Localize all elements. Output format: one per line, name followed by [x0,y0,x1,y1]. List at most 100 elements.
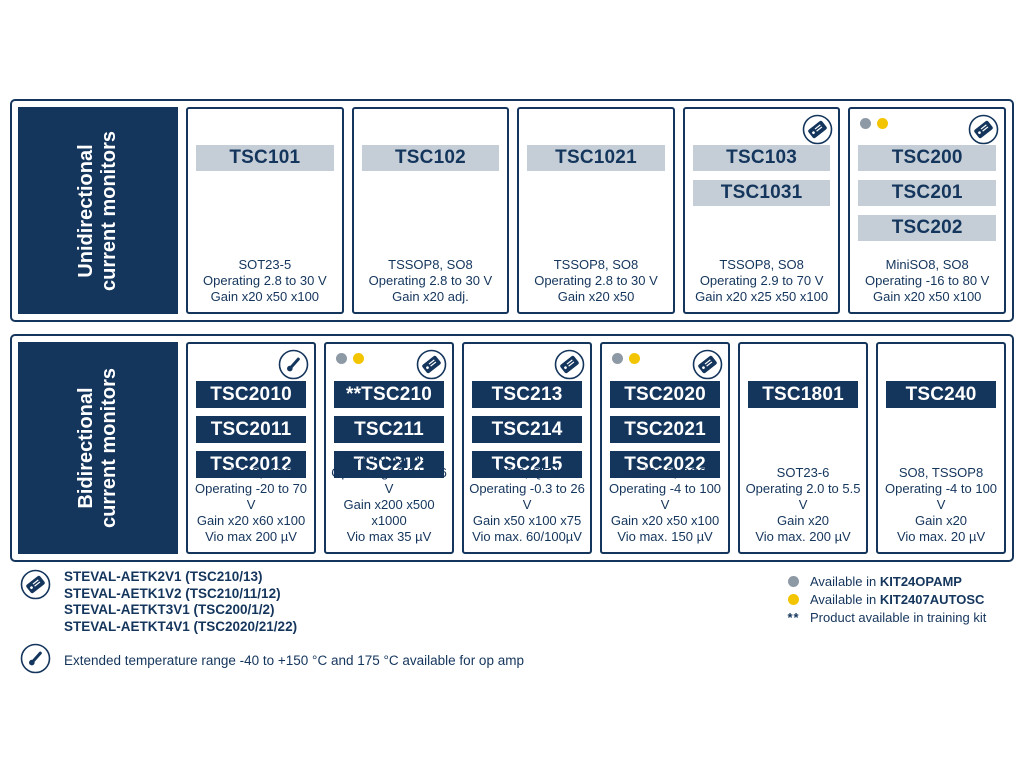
legend-row-training-kit: ** Product available in training kit [787,608,987,626]
product-box-tsc200: TSC200 TSC201 TSC202 MiniSO8, SO8 Operat… [848,107,1006,314]
eval-board-badge [554,349,585,380]
package-line: SOT23-5 [238,257,292,272]
legend-eval-boards: STEVAL-AETK2V1 (TSC210/13) STEVAL-AETK1V… [20,569,297,635]
part-number-bar: TSC2020 [610,381,721,408]
package-details: SC70-6, QFN10 Operating -0.3 to 26 V Gai… [328,449,450,545]
part-number-bar: TSC212 [334,451,445,478]
gain-line: Gain x20 [915,513,968,528]
legend-row-kit2407autosc: Available in KIT2407AUTOSC [788,590,986,608]
part-number-bar: TSC214 [472,416,583,443]
eval-board-badge [802,114,833,145]
vio-line: Vio max 200 µV [205,529,297,544]
product-box-tsc101: TSC101 SOT23-5 Operating 2.8 to 30 V Gai… [186,107,344,314]
eval-board-icon [692,349,723,380]
part-number-bar: TSC213 [472,381,583,408]
gray-dot-icon [860,118,872,129]
row-unidirectional-current-monitors: Unidirectional current monitors TSC101 S… [10,99,1014,322]
double-asterisk-marker: ** [787,609,800,625]
part-number-bar: TSC215 [472,451,583,478]
gain-line: Gain x200 x500 x1000 [343,497,435,528]
package-details: TSSOP8, SO8 Operating 2.8 to 30 V Gain x… [521,257,671,305]
yellow-dot-icon [788,593,799,605]
package-details: SO8, TSSOP8 Operating -4 to 100 V Gain x… [880,465,1002,545]
eval-board-icon [20,569,51,600]
part-number-bar: TSC101 [196,145,334,171]
gray-dot-icon [788,575,799,587]
gain-line: Gain x50 x100 x75 [472,513,582,528]
operating-line: Operating 2.0 to 5.5 V [745,481,861,512]
package-line: MiniSO8, SO8 [209,465,293,480]
kit-availability-dots [860,118,889,129]
operating-line: Operating 2.8 to 30 V [203,273,327,288]
product-box-tsc1801: TSC1801 SOT23-6 Operating 2.0 to 5.5 V G… [738,342,869,554]
vio-line: Vio max. 200 µV [755,529,851,544]
part-number-bar: TSC1031 [692,180,831,206]
yellow-dot-icon [877,118,889,129]
product-box-tsc2010: TSC2010 TSC2011 TSC2012 MiniSO8, SO8 Ope… [186,342,317,554]
product-box-tsc2020: TSC2020 TSC2021 TSC2022 MiniSO8, SO8 Ope… [600,342,731,554]
part-number-bar: TSC202 [858,215,996,241]
eval-board-badge [692,349,723,380]
eval-board-icon [803,114,833,145]
thermometer-icon [20,643,51,674]
row-label-line2: current monitors [98,130,121,291]
package-line: MiniSO8, SO8 [885,257,969,272]
eval-kit-line: STEVAL-AETKT4V1 (TSC2020/21/22) [64,618,298,634]
vio-line: Vio max. 20 µV [896,529,986,544]
package-line: SC70-6, QFN10 [480,465,574,480]
package-details: MiniSO8, SO8 Operating -20 to 70 V Gain … [190,465,312,545]
row-label-line1: Bidirectional [75,387,98,509]
operating-line: Operating -4 to 100 V [609,481,722,512]
product-box-tsc210: **TSC210 TSC211 TSC212 SC70-6, QFN10 Ope… [324,342,455,554]
part-number-bar: TSC102 [361,145,500,171]
operating-line: Operating 2.8 to 30 V [534,273,658,288]
unidirectional-boxes: TSC101 SOT23-5 Operating 2.8 to 30 V Gai… [178,107,1006,314]
gray-dot-icon [612,353,624,364]
eval-board-badge [968,114,999,145]
operating-line: Operating -16 to 80 V [865,273,990,288]
vio-line: Vio max. 60/100µV [472,529,582,544]
legend-extended-temperature: Extended temperature range -40 to +150 °… [20,643,524,677]
kit-availability-dots [336,353,365,364]
gain-line: Gain x20 x50 x100 [610,513,720,528]
package-line: SC70-6, QFN10 [342,449,436,464]
kit-availability-text: Available in KIT2407AUTOSC [810,591,985,607]
package-details: MiniSO8, SO8 Operating -4 to 100 V Gain … [604,465,726,545]
part-number-bar: TSC240 [886,381,997,408]
package-line: TSSOP8, SO8 [388,257,473,272]
eval-board-badge [416,349,447,380]
gray-dot-icon [336,353,348,364]
training-kit-text: Product available in training kit [810,609,987,625]
product-box-tsc102: TSC102 TSSOP8, SO8 Operating 2.8 to 30 V… [351,107,510,314]
package-line: TSSOP8, SO8 [553,257,639,272]
eval-board-icon [968,114,999,145]
part-number-bar: TSC1801 [748,381,859,408]
extended-temp-badge [278,349,309,380]
part-number-bar: TSC211 [334,416,445,443]
eval-board-legend-badge [20,569,51,605]
part-number-bar: TSC103 [692,145,831,171]
package-details: TSSOP8, SO8 Operating 2.9 to 70 V Gain x… [687,257,837,305]
yellow-dot-icon [353,353,365,364]
part-number-bar: TSC2011 [196,416,307,443]
package-details: SC70-6, QFN10 Operating -0.3 to 26 V Gai… [466,465,588,545]
row-bidirectional-current-monitors: Bidirectional current monitors TSC2010 T… [10,334,1014,562]
package-line: SO8, TSSOP8 [898,465,984,480]
product-box-tsc213: TSC213 TSC214 TSC215 SC70-6, QFN10 Opera… [462,342,593,554]
gain-line: Gain x20 [777,513,830,528]
vio-line: Vio max 35 µV [346,529,432,544]
package-details: SOT23-5 Operating 2.8 to 30 V Gain x20 x… [190,257,340,305]
package-details: MiniSO8, SO8 Operating -16 to 80 V Gain … [852,257,1002,305]
operating-line: Operating -0.3 to 26 V [331,465,447,496]
gain-line: Gain x20 x60 x100 [196,513,306,528]
operating-line: Operating -20 to 70 V [195,481,308,512]
package-line: MiniSO8, SO8 [623,465,707,480]
operating-line: Operating 2.9 to 70 V [699,273,824,288]
vio-line: Vio max. 150 µV [617,529,713,544]
kit-availability-dots [612,353,641,364]
legend-row-kit24opamp: Available in KIT24OPAMP [788,572,986,590]
part-number-bar: TSC2021 [610,416,721,443]
package-details: SOT23-6 Operating 2.0 to 5.5 V Gain x20 … [742,465,864,545]
part-number-bar: TSC200 [858,145,996,171]
gain-line: Gain x20 x50 [557,289,635,304]
